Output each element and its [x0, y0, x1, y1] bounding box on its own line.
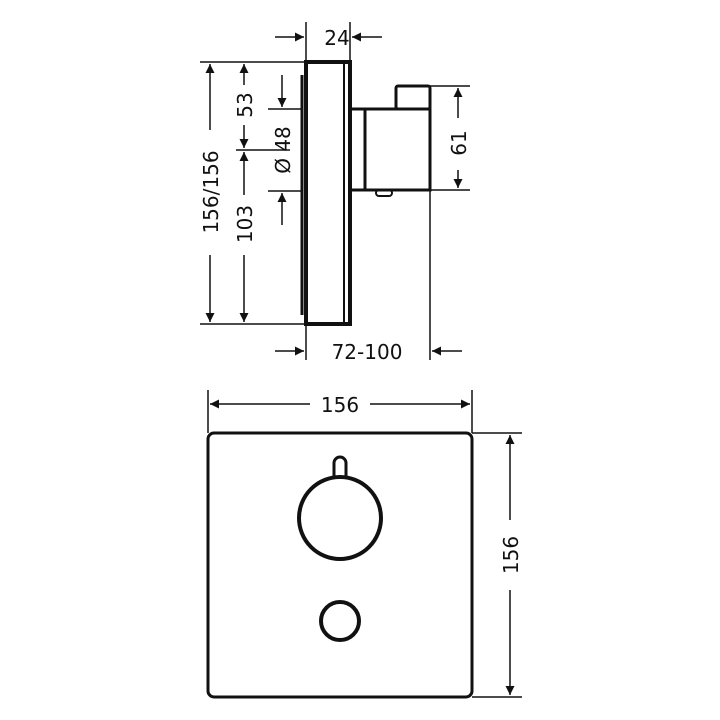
dim-body-height: 61 [447, 130, 471, 155]
push-button [319, 600, 361, 642]
dim-depth-front: 24 [324, 26, 349, 50]
dim-front-height: 156 [499, 536, 523, 574]
cover-plate-side [304, 60, 352, 326]
cover-plate-front [206, 431, 474, 699]
dim-front-width: 156 [321, 393, 359, 417]
thermostat-knob [297, 475, 383, 561]
front-view [206, 390, 522, 699]
dim-top-to-center: 53 [233, 92, 257, 117]
knob-indicator [332, 455, 348, 478]
dim-center-to-bottom: 103 [233, 205, 257, 243]
side-view [200, 22, 470, 360]
dim-knob-diameter: Ø 48 [271, 126, 295, 174]
dim-total-height: 156/156 [199, 150, 223, 233]
valve-outlet [394, 84, 432, 111]
dim-wall-depth: 72-100 [332, 340, 403, 364]
valve-body [350, 107, 432, 192]
